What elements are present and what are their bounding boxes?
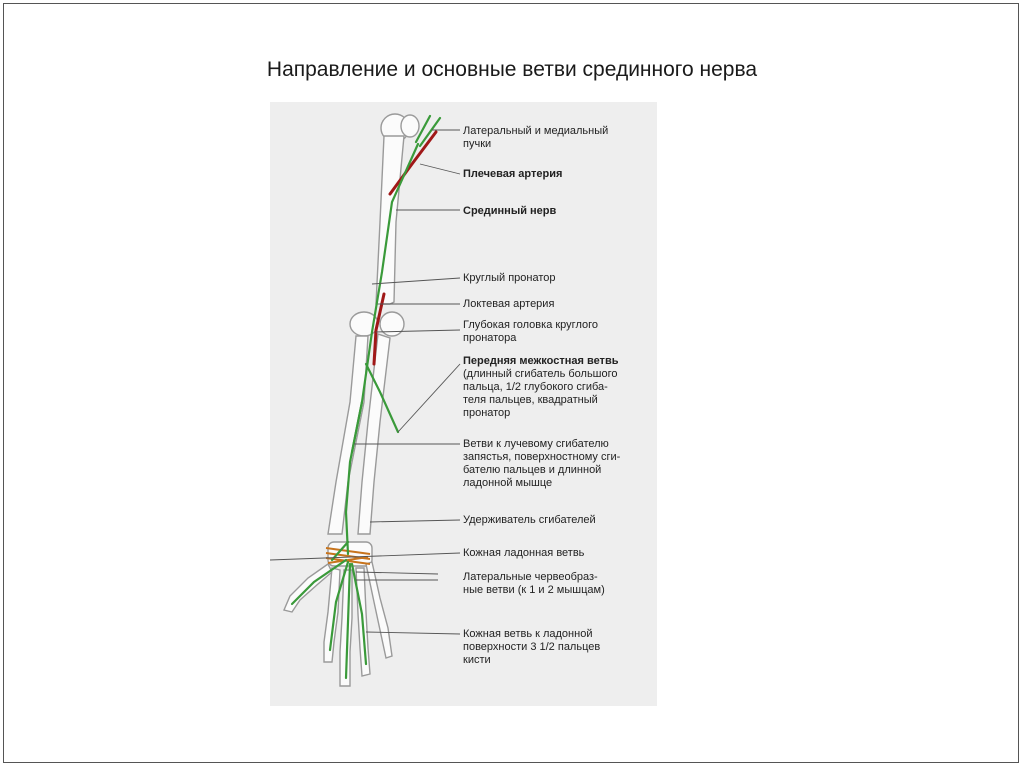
humeral-tubercle: [400, 114, 420, 138]
ulna-bone: [357, 333, 391, 535]
arm-bones: [283, 113, 420, 687]
brachial-artery: [388, 130, 438, 196]
thumb-nerve-branch: [290, 558, 348, 606]
arm-figure-panel: Латеральный и медиальный пучки Плечевая …: [270, 102, 657, 706]
middle-nerve-branch: [344, 562, 352, 680]
finger-little: [365, 561, 393, 659]
palmar-cutaneous-branch: [330, 540, 350, 562]
finger-index: [323, 567, 341, 663]
label-radial-flexor-branches: Ветви к лучевому сгибателю запястья, пов…: [463, 438, 621, 489]
label-median-nerve: Срединный нерв: [463, 205, 557, 217]
label-anterior-interosseous-title: Передняя межкостная ветвь: [463, 355, 619, 367]
ulnar-artery: [372, 292, 386, 366]
slide-title: Направление и основные ветви срединного …: [266, 58, 758, 81]
branch-to-forearm-flexors: [350, 400, 364, 454]
label-flexor-retinaculum: Удерживатель сгибателей: [463, 514, 596, 526]
medial-bundle: [418, 116, 442, 148]
label-deep-head: Глубокая головка круглого пронатора: [463, 319, 598, 344]
label-bundles: Латеральный и медиальный пучки: [463, 125, 609, 150]
label-lumbrical-branches: Латеральные червеобраз- ные ветви (к 1 и…: [463, 571, 605, 596]
arteries: [372, 130, 438, 366]
arm-diagram: [270, 113, 461, 687]
label-ulnar-artery: Локтевая артерия: [463, 298, 555, 310]
label-pronator-teres: Круглый пронатор: [463, 272, 556, 284]
anterior-interosseous-branch: [364, 362, 400, 434]
index-nerve-branch: [328, 560, 350, 652]
label-brachial-artery: Плечевая артерия: [463, 168, 563, 180]
radius-bone: [327, 335, 369, 535]
label-palmar-cutaneous: Кожная ладонная ветвь: [463, 547, 585, 559]
label-anterior-interosseous-body: (длинный сгибатель большого пальца, 1/2 …: [463, 368, 618, 419]
slide-frame: [3, 3, 1019, 763]
ring-nerve-branch: [350, 562, 368, 666]
label-digital-cutaneous: Кожная ветвь к ладонной поверхности 3 1/…: [463, 628, 601, 666]
lateral-bundle: [414, 114, 432, 144]
elbow-lateral-condyle: [379, 311, 405, 337]
leader-lines: [270, 129, 461, 635]
median-nerve: [290, 114, 442, 680]
